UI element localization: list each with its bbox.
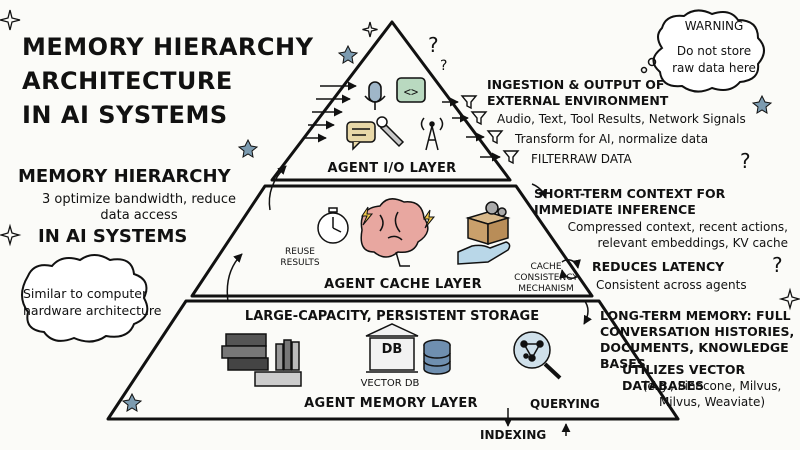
- vector-db-examples: (e.g., Pinecone, Milvus, Milvus, Weaviat…: [642, 379, 782, 409]
- lightning-icon: [361, 206, 436, 229]
- svg-text:<>: <>: [404, 85, 418, 99]
- consistency-note: Consistent across agents: [596, 278, 747, 292]
- latency-label: REDUCES LATENCY: [592, 259, 725, 274]
- db-label: DB: [381, 342, 403, 357]
- question-icon: ? ? ? ?: [428, 33, 783, 277]
- magnifier-icon: [513, 331, 562, 380]
- cycle-arrows-icon: [559, 259, 581, 279]
- title-line: ARCHITECTURE: [22, 67, 233, 95]
- warning-bubble: [640, 66, 648, 74]
- stopwatch-icon: [317, 207, 349, 244]
- memory-layer-shape: [106, 299, 680, 421]
- indexing-label: INDEXING: [480, 428, 547, 442]
- star-icon: [121, 44, 773, 412]
- memory-layer-label: AGENT MEMORY LAYER: [304, 396, 478, 411]
- hand-icon: [457, 241, 511, 265]
- brain-icon: [360, 198, 429, 267]
- cloud-note-shape: [21, 254, 149, 343]
- page-title: MEMORY HIERARCHY ARCHITECTURE IN AI SYST…: [22, 30, 322, 132]
- vector-db-label: VECTOR DB: [360, 378, 420, 389]
- io-layer-label: AGENT I/O LAYER: [327, 161, 457, 176]
- reuse-results-label: REUSE RESULTS: [280, 247, 320, 268]
- svg-text:?: ?: [428, 33, 439, 57]
- cache-layer-shape: [190, 184, 594, 298]
- pointer-arrows: [226, 165, 592, 325]
- subtitle-tail: IN AI SYSTEMS: [38, 226, 188, 247]
- memory-notes-heading: LONG-TERM MEMORY: FULL CONVERSATION HIST…: [600, 308, 795, 371]
- chat-icon: [346, 121, 376, 151]
- antenna-icon: [420, 117, 444, 151]
- svg-text:?: ?: [440, 58, 447, 74]
- cache-layer-label: AGENT CACHE LAYER: [324, 277, 482, 292]
- title-line: IN AI SYSTEMS: [22, 101, 228, 129]
- io-note-item: Audio, Text, Tool Results, Network Signa…: [497, 112, 746, 126]
- sparkle-icon: [0, 9, 800, 311]
- wrench-icon: [376, 116, 405, 148]
- cache-consistency-label: CACHE CONSISTENCY MECHANISM: [514, 262, 578, 294]
- warning-cloud-shape: [652, 9, 765, 93]
- database-icon: [423, 339, 451, 375]
- io-note-item: FILTERRAW DATA: [531, 152, 632, 166]
- microphone-icon: [364, 81, 386, 110]
- io-notes-heading: INGESTION & OUTPUT OF EXTERNAL ENVIRONME…: [487, 77, 669, 108]
- subtitle-heading: MEMORY HIERARCHY: [18, 166, 231, 187]
- svg-text:?: ?: [740, 149, 751, 173]
- input-arrows: [304, 81, 357, 143]
- warning-body: Do not store raw data here: [672, 44, 756, 75]
- svg-text:?: ?: [772, 253, 783, 277]
- cache-notes-detail: Compressed context, recent actions, rele…: [567, 220, 788, 250]
- database-building-icon: [365, 323, 419, 373]
- indexing-arrows: [503, 408, 571, 436]
- querying-label: QUERYING: [530, 397, 600, 411]
- box-icon: [465, 201, 511, 246]
- warning-title: WARNING: [684, 19, 744, 33]
- subtitle-description: 3 optimize bandwidth, reduce data access: [41, 192, 237, 223]
- io-note-item: Transform for AI, normalize data: [515, 132, 709, 146]
- vector-db-heading: UTILIZES VECTOR DATABASES: [622, 362, 746, 393]
- cache-notes-heading: SHORT-TERM CONTEXT FOR IMMEDIATE INFEREN…: [534, 186, 726, 217]
- title-line: MEMORY HIERARCHY: [22, 33, 314, 61]
- storage-heading: LARGE-CAPACITY, PERSISTENT STORAGE: [244, 309, 540, 324]
- code-icon: <>: [396, 77, 426, 103]
- output-arrows: [442, 97, 501, 162]
- books-icon: [221, 333, 302, 387]
- warning-bubble: [647, 57, 657, 67]
- cloud-note-text: Similar to computer hardware architectur…: [23, 286, 162, 318]
- funnel-icon: [460, 95, 520, 165]
